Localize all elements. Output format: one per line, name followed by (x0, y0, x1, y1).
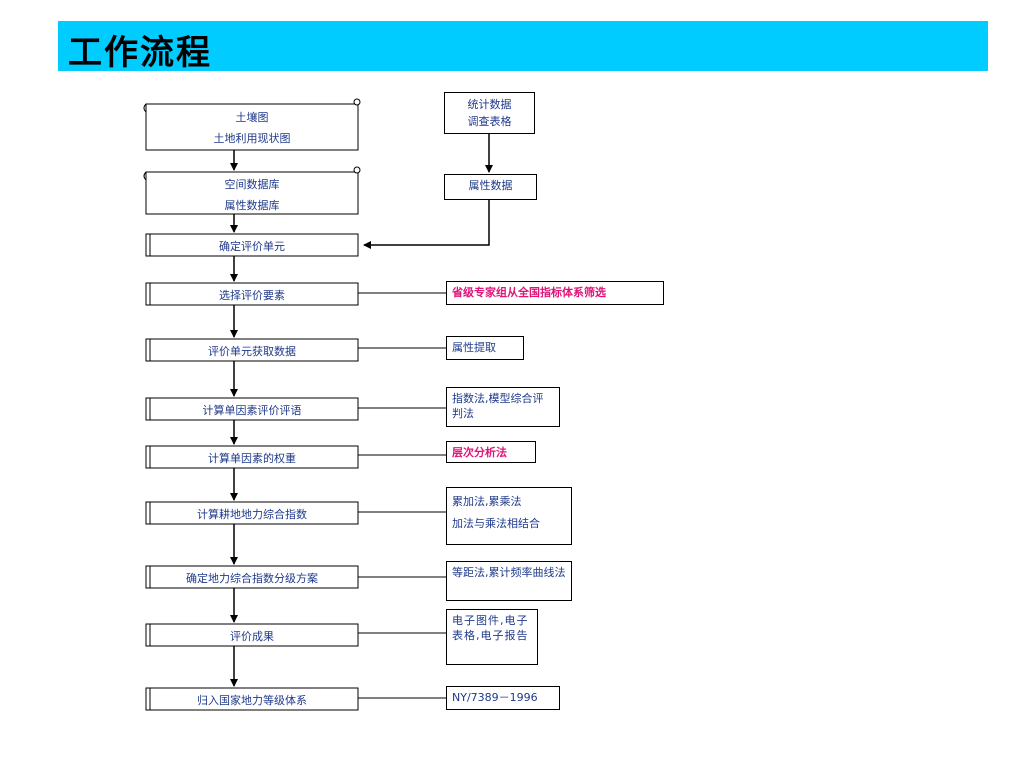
note-attribute-extract: 属性提取 (446, 336, 524, 360)
scroll-step-7 (145, 445, 359, 469)
scroll-step-5 (145, 338, 359, 362)
note-line: 累加法,累乘法 (452, 495, 522, 508)
step-factor-weight: 计算单因素的权重 (208, 452, 296, 465)
step-soil-landuse: 土壤图 土地利用现状图 (146, 107, 358, 149)
note-expert-screening: 省级专家组从全国指标体系筛选 (446, 281, 664, 305)
step-get-data: 评价单元获取数据 (208, 345, 296, 358)
scroll-step-3 (145, 233, 359, 257)
step-label-line: 土壤图 (235, 111, 269, 124)
scroll-step-10 (145, 623, 359, 647)
note-line: 加法与乘法相结合 (452, 517, 540, 530)
note-standard-ny: NY/7389－1996 (446, 686, 560, 710)
scroll-step-8 (145, 501, 359, 525)
scroll-step-6 (145, 397, 359, 421)
scroll-step-11 (145, 687, 359, 711)
step-results: 评价成果 (230, 630, 274, 643)
scroll-step-2 (143, 166, 361, 215)
note-ahp: 层次分析法 (446, 441, 536, 463)
note-additive-method: 累加法,累乘法 加法与乘法相结合 (446, 487, 572, 545)
step-composite-index: 计算耕地地力综合指数 (197, 508, 307, 521)
title-bar: 工作流程 (58, 21, 988, 73)
step-label-line: 空间数据库 (224, 178, 280, 191)
box-line: 调查表格 (467, 115, 512, 128)
box-attribute-data: 属性数据 (444, 174, 537, 200)
side-arrows (363, 134, 493, 249)
note-index-method: 指数法,模型综合评判法 (446, 387, 560, 427)
scroll-step-1 (143, 98, 361, 151)
note-equal-interval: 等距法,累计频率曲线法 (446, 561, 572, 601)
step-define-unit: 确定评价单元 (219, 240, 285, 253)
step-national-grade: 归入国家地力等级体系 (197, 694, 307, 707)
scroll-step-4 (145, 282, 359, 306)
step-single-factor-eval: 计算单因素评价评语 (202, 404, 302, 417)
step-label-line: 土地利用现状图 (213, 132, 291, 145)
step-database: 空间数据库 属性数据库 (146, 174, 358, 216)
note-connectors (358, 292, 446, 699)
step-select-factors: 选择评价要素 (219, 289, 285, 302)
step-label-line: 属性数据库 (224, 199, 280, 212)
step-grading-scheme: 确定地力综合指数分级方案 (186, 572, 318, 585)
box-line: 统计数据 (467, 98, 512, 111)
note-electronic-output: 电子图件,电子表格,电子报告 (446, 609, 538, 665)
page-title: 工作流程 (68, 33, 212, 73)
box-stats-survey: 统计数据 调查表格 (444, 92, 535, 134)
